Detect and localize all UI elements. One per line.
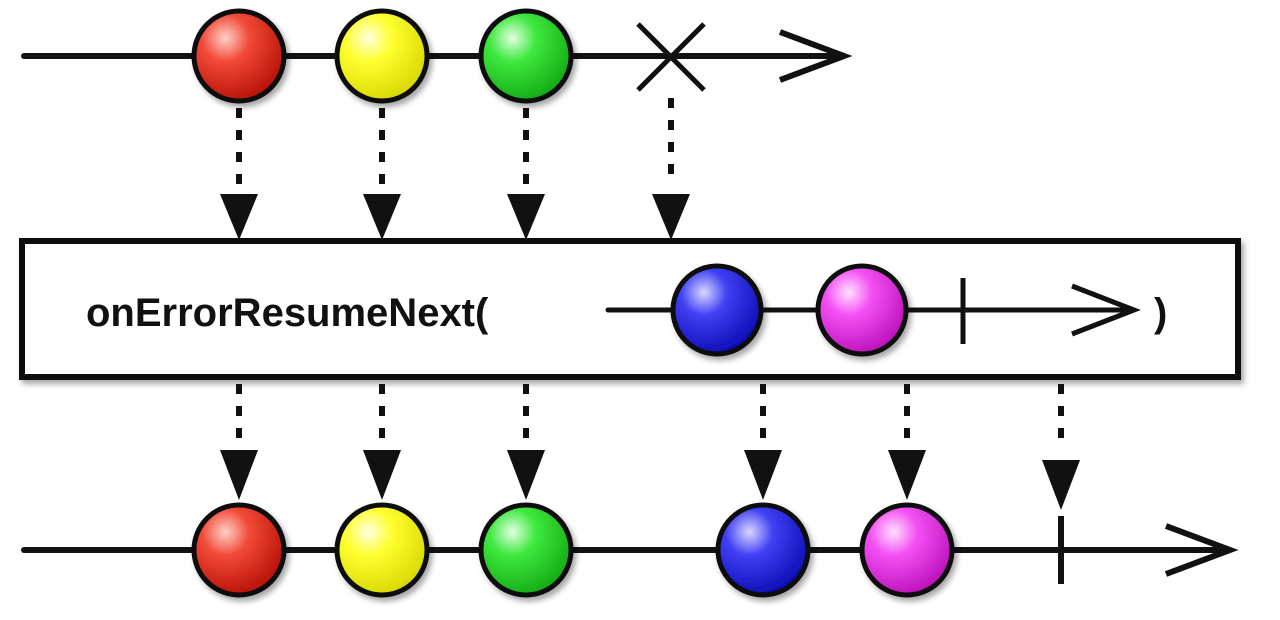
- source-marble-yellow: [334, 8, 430, 104]
- operator-close-paren: ): [1154, 291, 1167, 335]
- result-timeline-arrowhead: [1164, 523, 1239, 577]
- output-arrow-blue: [744, 384, 782, 500]
- resume-timeline-arrowhead: [1071, 283, 1141, 337]
- output-arrows: [220, 384, 1080, 510]
- input-arrow-error: [652, 98, 690, 240]
- operator-box: onErrorResumeNext( ): [19, 238, 1241, 380]
- result-marble-red: [191, 502, 287, 598]
- output-arrow-completion: [1042, 384, 1080, 510]
- result-marble-blue: [715, 502, 811, 598]
- source-timeline-arrowhead: [778, 29, 853, 83]
- input-arrow-yellow: [363, 108, 401, 240]
- result-marble-magenta: [859, 502, 955, 598]
- resume-timeline: [605, 263, 1141, 357]
- resume-marble-blue: [670, 263, 764, 357]
- source-error-marker: [636, 22, 706, 92]
- result-marble-yellow: [334, 502, 430, 598]
- input-arrow-green: [507, 108, 545, 240]
- source-marble-green: [478, 8, 574, 104]
- output-arrow-green: [507, 384, 545, 500]
- operator-name: onErrorResumeNext(: [86, 291, 489, 335]
- result-marble-green: [478, 502, 574, 598]
- output-arrow-yellow: [363, 384, 401, 500]
- resume-marble-magenta: [815, 263, 909, 357]
- output-arrow-red: [220, 384, 258, 500]
- result-timeline: [21, 502, 1239, 598]
- input-arrow-red: [220, 108, 258, 240]
- output-arrow-magenta: [888, 384, 926, 500]
- source-marble-red: [191, 8, 287, 104]
- input-arrows: [220, 98, 690, 240]
- source-timeline: [21, 8, 853, 104]
